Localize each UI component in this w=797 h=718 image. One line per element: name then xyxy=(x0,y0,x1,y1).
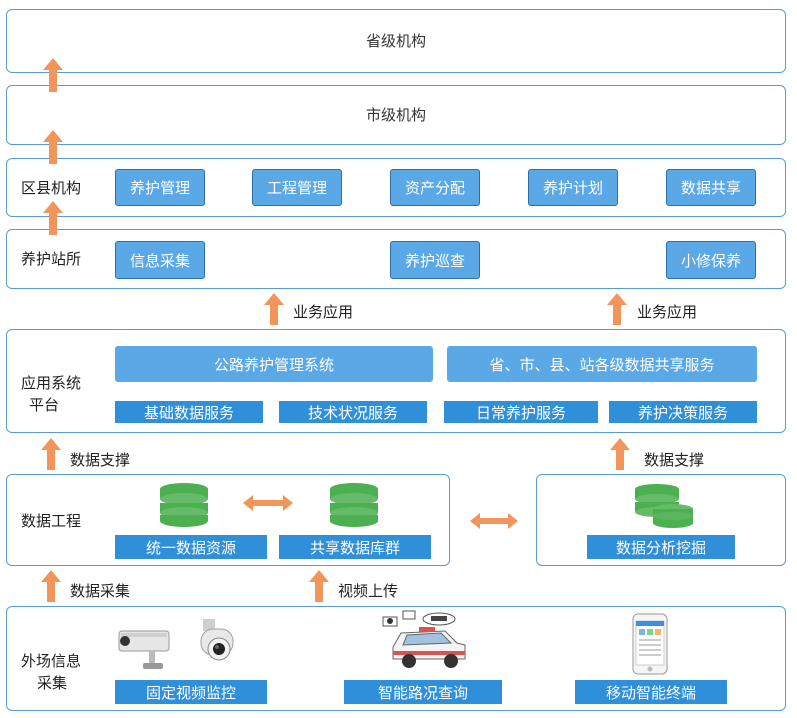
system-box: 公路养护管理系统 xyxy=(115,346,433,382)
flow-label-data-support: 数据支撑 xyxy=(644,451,705,469)
province-title: 省级机构 xyxy=(365,32,426,50)
field-collection-panel: 外场信息 采集 xyxy=(6,606,786,711)
up-arrow-icon xyxy=(264,293,284,325)
app-platform-label-1: 应用系统 xyxy=(21,374,82,392)
database-stack-icon xyxy=(635,484,693,528)
district-item: 工程管理 xyxy=(252,169,342,206)
service-box: 基础数据服务 xyxy=(115,401,263,423)
bidirectional-arrow-icon xyxy=(470,513,518,529)
dome-camera-icon xyxy=(200,619,234,661)
up-arrow-icon xyxy=(610,438,630,470)
data-engineering-panel: 数据工程 统一数据资源 共享数据库群 xyxy=(6,474,450,566)
up-arrow-icon xyxy=(43,58,63,92)
inspection-vehicle-icon xyxy=(382,610,466,668)
app-platform-label-2: 平台 xyxy=(29,396,60,414)
city-title: 市级机构 xyxy=(365,106,426,124)
up-arrow-icon xyxy=(43,130,63,164)
shared-db-box: 共享数据库群 xyxy=(279,535,431,559)
bidirectional-arrow-icon xyxy=(243,495,293,511)
flow-label-data-support: 数据支撑 xyxy=(70,451,131,469)
flow-label-business-app: 业务应用 xyxy=(293,303,354,321)
station-item: 信息采集 xyxy=(115,241,205,279)
district-item: 数据共享 xyxy=(666,169,756,206)
database-icon xyxy=(330,483,378,527)
database-icon xyxy=(160,483,208,527)
flow-label-data-collection: 数据采集 xyxy=(70,582,131,600)
field-label-2: 采集 xyxy=(37,674,68,692)
station-item: 小修保养 xyxy=(666,241,756,279)
flow-label-business-app: 业务应用 xyxy=(637,303,698,321)
data-analysis-panel: 数据分析挖掘 xyxy=(536,474,786,566)
sharing-box: 省、市、县、站各级数据共享服务 xyxy=(447,346,757,382)
province-panel: 省级机构 xyxy=(6,9,786,73)
mobile-phone-icon xyxy=(632,613,668,675)
up-arrow-icon xyxy=(607,293,627,325)
cctv-camera-icon xyxy=(118,630,170,669)
field-item-box: 智能路况查询 xyxy=(344,680,502,704)
district-item: 资产分配 xyxy=(390,169,480,206)
app-platform-panel: 应用系统 平台 公路养护管理系统 省、市、县、站各级数据共享服务 基础数据服务 … xyxy=(6,329,786,433)
district-panel: 区县机构 养护管理 工程管理 资产分配 养护计划 数据共享 xyxy=(6,158,786,217)
station-label: 养护站所 xyxy=(21,250,82,268)
field-item-box: 移动智能终端 xyxy=(575,680,727,704)
field-item-box: 固定视频监控 xyxy=(115,680,267,704)
up-arrow-icon xyxy=(309,570,329,602)
data-analysis-box: 数据分析挖掘 xyxy=(587,535,735,559)
district-item: 养护计划 xyxy=(528,169,618,206)
station-item: 养护巡查 xyxy=(390,241,480,279)
city-panel: 市级机构 xyxy=(6,85,786,145)
data-engineering-label: 数据工程 xyxy=(21,512,82,530)
district-label: 区县机构 xyxy=(21,179,82,197)
service-box: 日常养护服务 xyxy=(444,401,598,423)
station-panel: 养护站所 信息采集 养护巡查 小修保养 xyxy=(6,229,786,289)
up-arrow-icon xyxy=(41,438,61,470)
up-arrow-icon xyxy=(43,201,63,235)
unified-data-box: 统一数据资源 xyxy=(115,535,267,559)
field-label-1: 外场信息 xyxy=(21,652,82,670)
district-item: 养护管理 xyxy=(115,169,205,206)
service-box: 养护决策服务 xyxy=(609,401,757,423)
flow-label-video-upload: 视频上传 xyxy=(338,582,399,600)
service-box: 技术状况服务 xyxy=(279,401,427,423)
up-arrow-icon xyxy=(41,570,61,602)
